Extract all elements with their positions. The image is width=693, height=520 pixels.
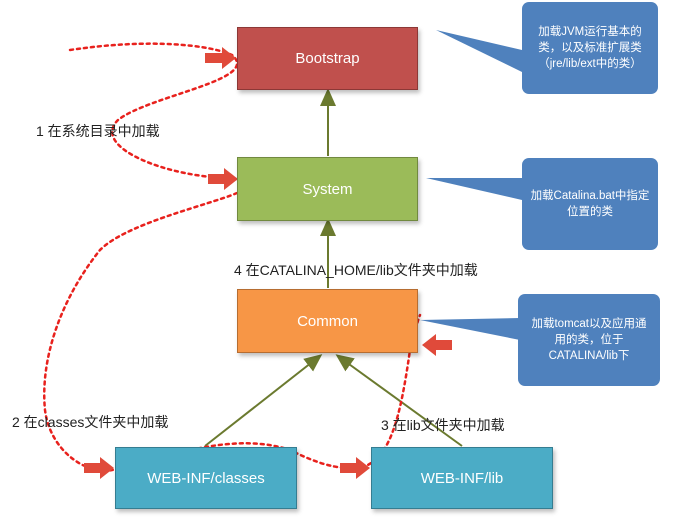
common-label: Common [297,312,358,330]
common-note-text: 加载tomcat以及应用通用的类，位于CATALINA/lib下 [531,318,647,362]
system-note: 加载Catalina.bat中指定位置的类 [522,158,658,250]
step3-label: 3 在lib文件夹中加载 [381,417,505,433]
bootstrap-note-text: 加载JVM运行基本的类，以及标准扩展类（jre/lib/ext中的类） [538,26,642,70]
common-note-tail [420,318,520,340]
system-note-tail [426,178,522,200]
step4-label: 4 在CATALINA_HOME/lib文件夹中加载 [234,262,478,278]
system-note-text: 加载Catalina.bat中指定位置的类 [530,190,650,218]
webinf-classes-box: WEB-INF/classes [115,447,297,509]
common-note: 加载tomcat以及应用通用的类，位于CATALINA/lib下 [518,294,660,386]
pointer-arrow-common [422,334,452,356]
pointer-arrow-system [208,168,238,190]
arrow-classes-to-common [204,354,323,447]
pointer-arrow-classes [84,457,114,479]
webinf-classes-label: WEB-INF/classes [147,469,265,487]
bootstrap-box: Bootstrap [237,27,418,90]
bootstrap-note: 加载JVM运行基本的类，以及标准扩展类（jre/lib/ext中的类） [522,2,658,94]
system-label: System [302,180,353,198]
system-box: System [237,157,418,221]
webinf-lib-box: WEB-INF/lib [371,447,553,509]
webinf-lib-label: WEB-INF/lib [420,469,504,487]
step2-label: 2 在classes文件夹中加载 [12,414,169,430]
common-box: Common [237,289,418,353]
bootstrap-note-tail [436,30,522,72]
pointer-arrow-bootstrap [205,47,236,69]
pointer-arrow-lib [340,457,370,479]
bootstrap-label: Bootstrap [295,50,360,67]
step1-label: 1 在系统目录中加载 [36,123,160,139]
loading-order-path [43,42,422,472]
